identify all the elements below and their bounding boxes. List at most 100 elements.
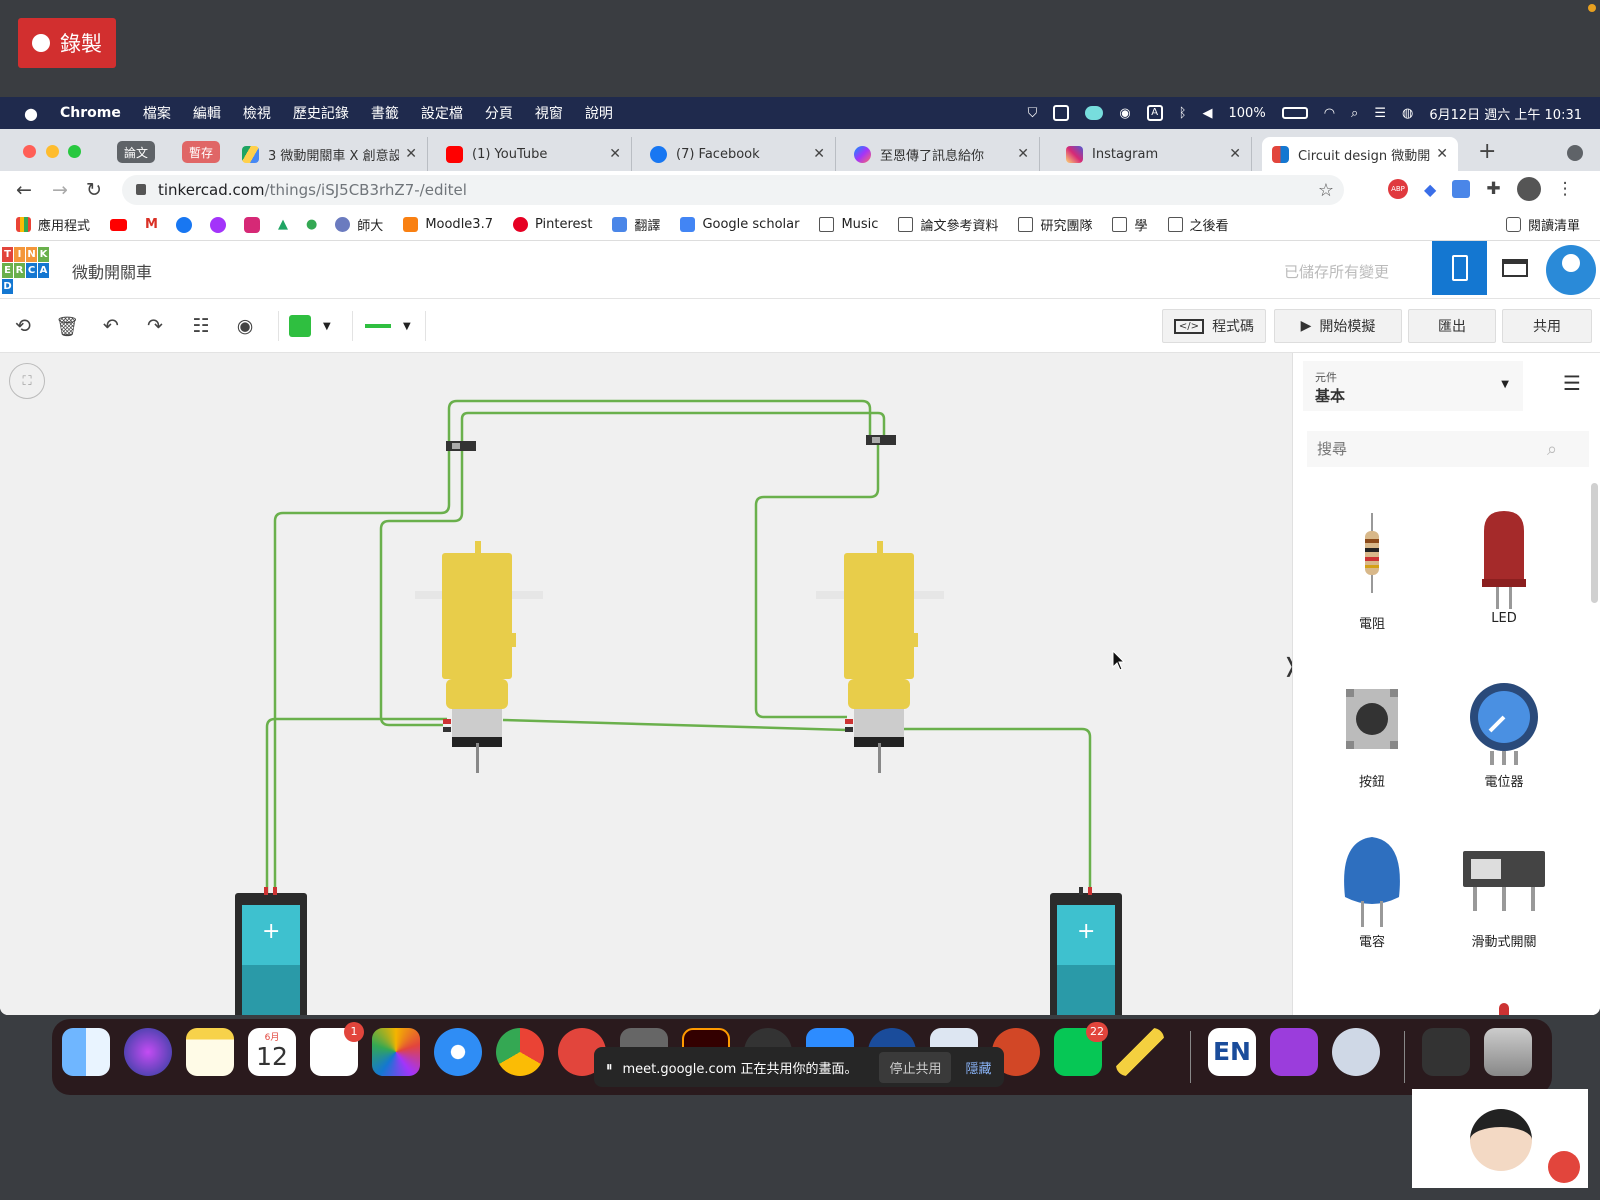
trash-icon[interactable] [1484, 1028, 1532, 1076]
panel-collapse-icon[interactable]: ❭ [1282, 653, 1292, 677]
bookmark-folder-refs[interactable]: 論文參考資料 [898, 215, 998, 234]
tab-facebook[interactable]: (7) Facebook ✕ [640, 137, 836, 171]
dc-motor-left[interactable] [415, 541, 543, 773]
pencil-app-icon[interactable] [1116, 1028, 1164, 1076]
new-tab-button[interactable]: + [1478, 139, 1497, 164]
extension-diamond-icon[interactable]: ◆ [1424, 179, 1437, 199]
input-method-icon[interactable]: A [1146, 105, 1163, 121]
wires[interactable] [265, 399, 1092, 893]
project-title[interactable]: 微動開關車 [72, 263, 153, 282]
stop-sharing-button[interactable]: 停止共用 [879, 1051, 952, 1083]
mute-icon[interactable]: ◀ [1202, 105, 1213, 121]
user-avatar[interactable] [1546, 245, 1596, 295]
menu-bookmarks[interactable]: 書籤 [370, 106, 399, 122]
list-view-icon[interactable]: ☰ [1563, 371, 1581, 395]
bookmark-folder-later[interactable]: 之後看 [1167, 215, 1229, 234]
component-capacitor[interactable]: 電容 [1317, 827, 1427, 950]
facebook-bookmark-icon[interactable] [175, 216, 192, 233]
tab-search-icon[interactable] [1567, 145, 1583, 161]
wifi-icon[interactable]: ◠ [1323, 105, 1336, 121]
search-icon[interactable]: ⌕ [1547, 438, 1558, 460]
menu-help[interactable]: 說明 [584, 106, 613, 122]
close-tab-icon[interactable]: ✕ [813, 146, 825, 162]
close-tab-icon[interactable]: ✕ [405, 146, 417, 162]
dc-motor-right[interactable] [816, 541, 944, 773]
tinkercad-logo[interactable]: T I N K E R C A D [2, 247, 49, 294]
undo-icon[interactable]: ↶ [103, 315, 119, 337]
reading-list[interactable]: 閱讀清單 [1505, 215, 1580, 234]
downloads-stack-icon[interactable] [1422, 1028, 1470, 1076]
bookmark-apps[interactable]: 應用程式 [16, 215, 90, 234]
drive-bookmark-icon[interactable]: ▲ [277, 217, 288, 232]
bookmark-pinterest[interactable]: Pinterest [512, 217, 592, 232]
podcasts-icon[interactable] [1270, 1028, 1318, 1076]
youtube-bookmark-icon[interactable] [110, 218, 128, 231]
bookmark-folder-team[interactable]: 研究團隊 [1018, 215, 1092, 234]
photos-icon[interactable] [372, 1028, 420, 1076]
safari-icon[interactable] [434, 1028, 482, 1076]
bookmark-moodle[interactable]: Moodle3.7 [403, 217, 493, 232]
circuit-view-button[interactable] [1432, 241, 1487, 295]
hide-button[interactable]: 隱藏 [965, 1061, 992, 1077]
share-button[interactable]: 共用 [1502, 309, 1592, 343]
reminders-icon[interactable]: 1 [310, 1022, 364, 1076]
tab-instagram[interactable]: Instagram ✕ [1056, 137, 1252, 171]
tab-youtube[interactable]: (1) YouTube ✕ [436, 137, 632, 171]
menu-app[interactable]: Chrome [59, 105, 121, 121]
back-icon[interactable]: ← [16, 179, 32, 201]
bookmark-ntnu[interactable]: 師大 [335, 215, 383, 234]
battery-left[interactable] [235, 887, 307, 1015]
apple-icon[interactable]: ● [24, 103, 38, 123]
panel-scrollbar[interactable] [1591, 483, 1598, 603]
close-tab-icon[interactable]: ✕ [609, 146, 621, 162]
component-list-view-button[interactable] [1487, 241, 1542, 295]
component-pushbutton[interactable]: 按鈕 [1317, 667, 1427, 790]
star-icon[interactable]: ☆ [1317, 179, 1334, 201]
chrome-dock-icon[interactable] [496, 1028, 544, 1076]
tab-tinkercad[interactable]: Circuit design 微動開關 ✕ [1262, 137, 1458, 171]
finder-icon[interactable] [62, 1028, 110, 1076]
battery-right[interactable] [1050, 887, 1122, 1015]
forward-icon[interactable]: → [52, 179, 68, 201]
fit-view-icon[interactable]: ⛶ [9, 363, 45, 399]
puzzle-icon[interactable]: ✚ [1486, 179, 1501, 199]
component-slide-switch[interactable]: 滑動式開關 [1449, 827, 1559, 950]
export-button[interactable]: 匯出 [1408, 309, 1496, 343]
circuit-canvas[interactable]: ⛶ [0, 353, 1292, 1015]
micro-switch-left[interactable] [446, 441, 476, 451]
chrome-menu-icon[interactable]: ⋮ [1556, 179, 1574, 199]
menu-profiles[interactable]: 設定檔 [420, 106, 463, 122]
notes-icon[interactable]: ☷ [192, 315, 210, 337]
wire-style-picker[interactable]: ▼ [352, 311, 426, 341]
minimize-window-icon[interactable] [46, 145, 59, 158]
close-tab-icon[interactable]: ✕ [1436, 146, 1448, 162]
play-status-icon[interactable]: ◉ [1119, 105, 1131, 121]
maximize-window-icon[interactable] [68, 145, 81, 158]
siri-icon[interactable]: ◍ [1401, 105, 1414, 121]
pause-icon[interactable]: ⏸ [606, 1059, 613, 1075]
maps-bookmark-icon[interactable]: ● [305, 217, 318, 232]
menu-history[interactable]: 歷史記錄 [292, 106, 349, 122]
bluetooth-icon[interactable]: ᛒ [1178, 105, 1187, 121]
tab-group-thesis[interactable]: 論文 [117, 141, 156, 163]
bookmark-folder-learn[interactable]: 學 [1112, 215, 1148, 234]
siri-icon[interactable] [124, 1028, 172, 1076]
reload-icon[interactable]: ↻ [86, 179, 102, 201]
line-status-icon[interactable] [1085, 106, 1104, 120]
menu-tab[interactable]: 分頁 [484, 106, 513, 122]
component-led[interactable]: LED [1449, 503, 1559, 626]
gmail-bookmark-icon[interactable]: M [145, 217, 158, 232]
instagram-bookmark-icon[interactable] [243, 216, 260, 233]
translate-icon[interactable] [1452, 180, 1471, 198]
shield-icon[interactable]: ⛉ [1027, 105, 1038, 121]
component-category-select[interactable]: 元件 基本 ▼ [1303, 361, 1523, 411]
rotate-icon[interactable]: ⟲ [15, 315, 31, 337]
messenger-bookmark-icon[interactable] [209, 216, 226, 233]
delete-icon[interactable]: 🗑 [54, 315, 80, 338]
record-button[interactable]: 錄製 [18, 18, 116, 68]
tab-drive[interactable]: 3 微動開關車 X 創意設 ✕ [232, 137, 428, 171]
redo-icon[interactable]: ↷ [147, 315, 163, 337]
menu-edit[interactable]: 編輯 [192, 106, 221, 122]
drive-icon[interactable] [1053, 105, 1070, 121]
battery-icon[interactable] [1281, 107, 1308, 119]
